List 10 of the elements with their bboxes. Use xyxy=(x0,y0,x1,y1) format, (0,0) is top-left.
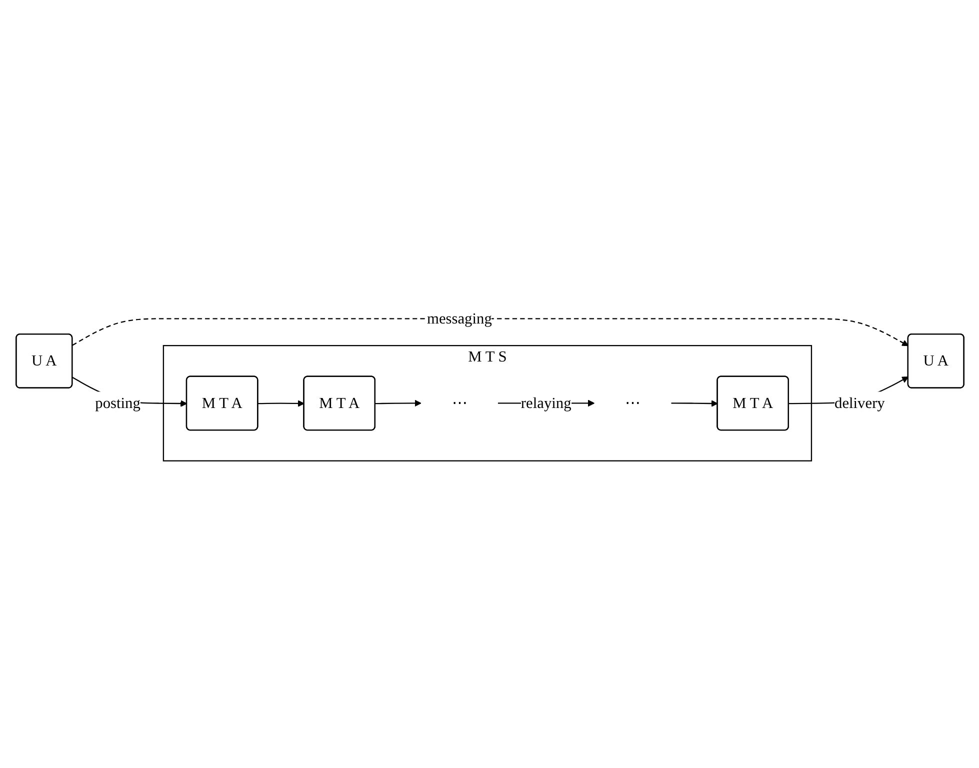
edge-label: messaging xyxy=(426,310,492,328)
arrow xyxy=(258,400,304,407)
edge-label: relaying xyxy=(520,394,571,412)
edge-label: posting xyxy=(94,394,140,412)
arrow xyxy=(670,400,718,407)
edge-label: delivery xyxy=(834,394,884,412)
node-text: ⋯ xyxy=(451,394,467,412)
arrow xyxy=(72,318,908,346)
node-text: ⋯ xyxy=(624,394,640,412)
arrow xyxy=(374,400,421,407)
